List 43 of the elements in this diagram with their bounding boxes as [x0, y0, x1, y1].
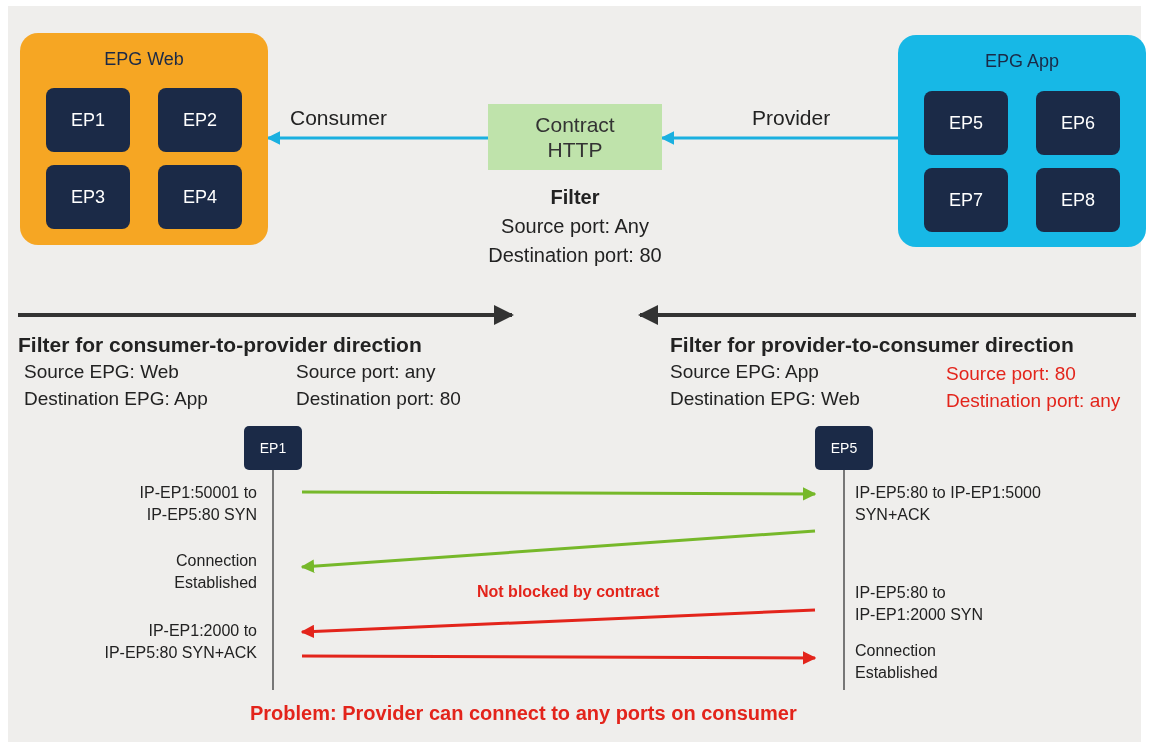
edge-label: IP-EP5:80 to IP-EP1:5000 SYN+ACK	[855, 483, 1042, 525]
endpoint-box: EP1	[46, 88, 130, 152]
filter-rule: Destination port: 80	[488, 244, 662, 267]
arrow	[302, 651, 817, 665]
filter-heading: Filter	[550, 186, 600, 209]
heading: Filter for provider-to-consumer direction	[670, 333, 1074, 356]
filter-rule: Source port: 80	[946, 362, 1076, 385]
endpoint-box: EP8	[1036, 168, 1120, 232]
group-box	[898, 35, 1146, 247]
heading: Filter for consumer-to-provider direction	[18, 333, 422, 356]
filter-rule: Destination EPG: Web	[670, 387, 860, 410]
participant-box: EP5	[815, 426, 873, 470]
filter-rule: Source port: any	[296, 360, 436, 383]
edge-label: Consumer	[290, 106, 387, 129]
filter-rule: Source EPG: Web	[24, 360, 179, 383]
edge-label: Provider	[752, 106, 831, 129]
note: Not blocked by contract	[477, 582, 660, 602]
endpoint-box: EP6	[1036, 91, 1120, 155]
filter-rule: Destination port: 80	[296, 387, 461, 410]
note: Problem: Provider can connect to any ports on consumer	[250, 702, 797, 725]
edge-label: IP-EP1:50001 to IP-EP5:80 SYN	[138, 483, 257, 525]
filter-rule: Source port: Any	[501, 215, 649, 238]
contract-box: Contract HTTP	[488, 104, 662, 170]
edge-label: IP-EP1:2000 to IP-EP5:80 SYN+ACK	[103, 621, 257, 663]
edge-label: IP-EP5:80 to IP-EP1:2000 SYN	[855, 583, 985, 625]
group-title: EPG Web	[104, 49, 184, 69]
group-title: EPG App	[984, 51, 1060, 71]
filter-rule: Source EPG: App	[670, 360, 819, 383]
status-text: Connection Established	[855, 641, 939, 683]
arrow	[300, 608, 816, 639]
endpoint-box: EP5	[924, 91, 1008, 155]
arrow	[302, 487, 817, 501]
arrow	[266, 131, 488, 145]
participant-box: EP1	[244, 426, 302, 470]
filter-rule: Destination EPG: App	[24, 387, 208, 410]
endpoint-box: EP4	[158, 165, 242, 229]
endpoint-box: EP2	[158, 88, 242, 152]
arrow	[300, 529, 816, 573]
group-box	[20, 33, 268, 245]
status-text: Connection Established	[173, 551, 257, 593]
endpoint-box: EP3	[46, 165, 130, 229]
endpoint-box: EP7	[924, 168, 1008, 232]
filter-rule: Destination port: any	[946, 389, 1121, 412]
